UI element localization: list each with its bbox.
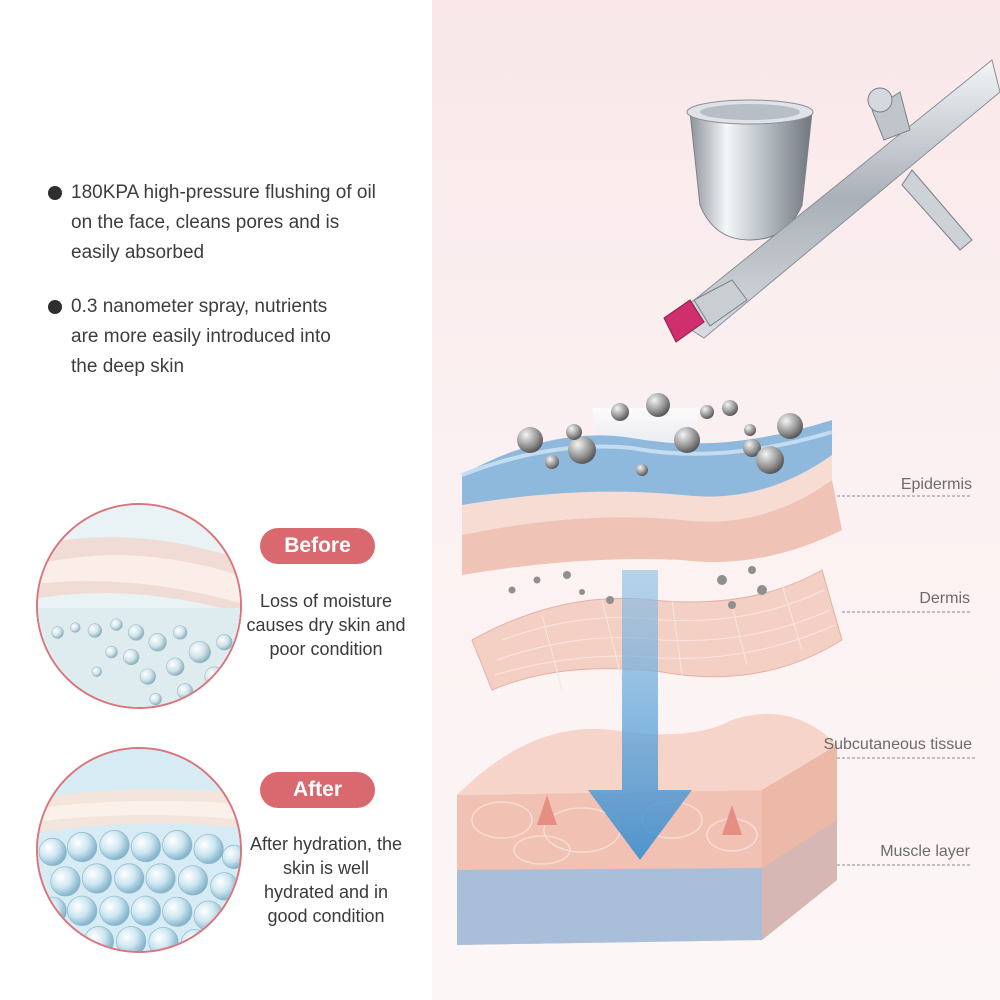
feature-text: 0.3 nanometer spray, nutrients are more … (71, 296, 331, 377)
epidermis-layer (461, 420, 842, 575)
before-skin-image (36, 503, 242, 709)
label-muscle: Muscle layer (880, 843, 970, 860)
skin-layers-illustration (457, 59, 1000, 945)
feature-item-pressure: 180KPA high-pressure flushing of oil on … (48, 178, 408, 268)
bullet-dot-icon (48, 300, 62, 314)
feature-text: 180KPA high-pressure flushing of oil on … (71, 182, 376, 263)
before-label: Before (260, 528, 375, 564)
after-skin-image (36, 747, 242, 953)
label-epidermis: Epidermis (900, 476, 972, 493)
nutrient-particles (517, 393, 803, 476)
before-caption: Loss of moisture causes dry skin and poo… (246, 591, 406, 659)
after-caption: After hydration, the skin is well hydrat… (249, 834, 403, 926)
airbrush-icon (663, 59, 1000, 343)
label-dermis: Dermis (919, 590, 970, 607)
bullet-dot-icon (48, 186, 62, 200)
label-subcutaneous: Subcutaneous tissue (823, 736, 972, 753)
after-label: After (260, 772, 375, 808)
feature-item-nano-spray: 0.3 nanometer spray, nutrients are more … (48, 292, 408, 382)
